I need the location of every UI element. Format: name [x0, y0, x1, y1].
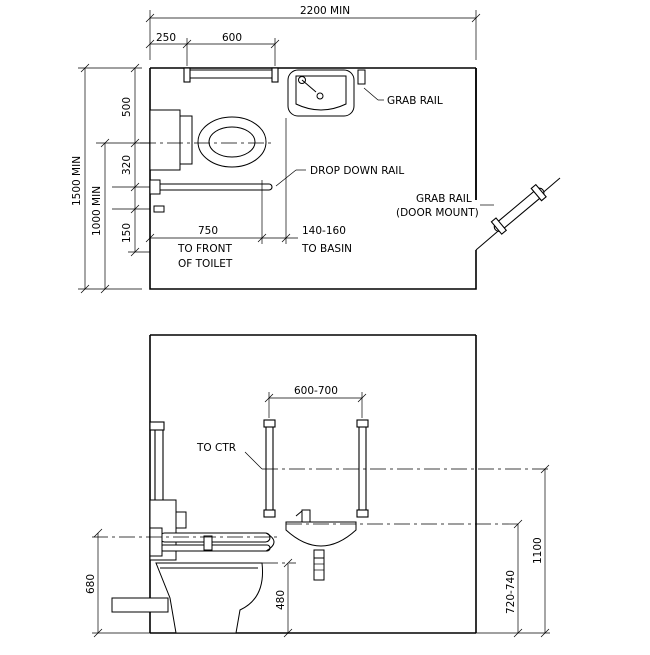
- elev-basin: [285, 521, 357, 547]
- dim-tick: [270, 39, 280, 49]
- dim-tick: [540, 628, 550, 638]
- dim-tick: [182, 39, 192, 49]
- rail-bracket: [263, 509, 276, 518]
- rail-bracket: [356, 419, 369, 428]
- rail-bracket: [183, 67, 191, 83]
- elev-drop-down-rail-lower: [159, 544, 271, 552]
- dim-tick: [93, 528, 103, 538]
- dim-tick: [145, 233, 155, 243]
- dim-tick: [145, 13, 155, 23]
- dim-tick: [80, 284, 90, 294]
- elev-rail-hinge: [203, 535, 213, 551]
- elev-toilet-pan: [155, 562, 264, 634]
- elev-flush-handle: [175, 511, 187, 529]
- dim-tick: [471, 13, 481, 23]
- plan-toilet-seat: [208, 126, 256, 158]
- rail-bracket: [271, 67, 279, 83]
- dim-320: 320: [121, 155, 133, 175]
- dim-left-offset: 250: [156, 32, 176, 44]
- leader-grab-rail: [363, 87, 379, 101]
- dim-tick: [257, 233, 267, 243]
- dim-tick: [281, 233, 291, 243]
- plan-drop-down-rail: [155, 183, 273, 191]
- dim-to-toilet-value: 750: [198, 225, 218, 237]
- plan-basin-spout: [301, 79, 317, 93]
- dim-depth-total: 1500 MIN: [71, 156, 83, 206]
- dim-tick: [145, 39, 155, 49]
- elev-vertical-grab-rail-right: [358, 419, 367, 517]
- plan-view: 2200 MIN 250 600 1500 MIN 1000 MIN 500 3…: [71, 5, 561, 294]
- elev-basin-tap: [301, 509, 311, 523]
- plan-basin-bowl: [295, 75, 347, 111]
- dim-150: 150: [121, 223, 133, 243]
- elev-drop-down-rail: [159, 532, 271, 543]
- elevation-view: 600-700 TO CTR: [85, 334, 550, 638]
- label-grab-rail: GRAB RAIL: [387, 95, 443, 107]
- plan-wall-grab-rail: [185, 69, 279, 79]
- dim-1100: 1100: [532, 537, 544, 564]
- elev-vertical-grab-rail-left: [265, 419, 274, 517]
- dim-to-toilet-line1: TO FRONT: [177, 243, 232, 255]
- label-drop-down-rail: DROP DOWN RAIL: [310, 165, 404, 177]
- dim-to-toilet-line2: OF TOILET: [178, 258, 233, 270]
- label-to-ctr: TO CTR: [196, 442, 236, 454]
- dim-tick: [283, 628, 293, 638]
- label-grab-rail-door-2: (DOOR MOUNT): [396, 207, 479, 219]
- label-grab-rail-door-1: GRAB RAIL: [416, 193, 472, 205]
- elev-drop-down-rail-bracket: [149, 527, 163, 557]
- elev-rail-end: [265, 532, 275, 552]
- rail-bracket: [149, 421, 165, 431]
- dim-680: 680: [85, 574, 97, 594]
- dim-tick: [264, 393, 274, 403]
- dim-rail-spacing: 600-700: [294, 385, 338, 397]
- plan-cistern: [149, 109, 181, 171]
- dim-tick: [100, 284, 110, 294]
- dim-width-total: 2200 MIN: [300, 5, 350, 17]
- dim-to-basin-value: 140-160: [302, 225, 346, 237]
- dim-rail-length: 600: [222, 32, 242, 44]
- drop-down-rail-bracket: [149, 179, 161, 195]
- elev-basin-waste: [313, 549, 325, 559]
- dim-to-basin-label: TO BASIN: [301, 243, 352, 255]
- plan-basin-tap: [298, 76, 306, 84]
- dim-tick: [540, 464, 550, 474]
- leader-to-ctr: [244, 451, 263, 470]
- toilet-roll-holder: [153, 205, 165, 213]
- dim-tick: [357, 393, 367, 403]
- rail-bracket: [356, 509, 369, 518]
- plan-toilet-back: [179, 115, 193, 165]
- plan-toilet-bowl: [197, 116, 267, 168]
- plan-basin-waste: [316, 92, 324, 100]
- elev-roll-holder: [111, 597, 169, 613]
- dim-tick: [513, 519, 523, 529]
- plan-grab-rail-bracket: [357, 69, 366, 85]
- dim-basin-height: 720-740: [505, 570, 517, 614]
- dim-480: 480: [275, 590, 287, 610]
- elev-basin-trap: [313, 557, 325, 581]
- dim-tick: [130, 63, 140, 73]
- plan-door-grab-rail: [490, 183, 547, 235]
- dim-500: 500: [121, 97, 133, 117]
- elev-basin-tap-lever: [295, 510, 303, 517]
- rail-bracket: [263, 419, 276, 428]
- dim-tick: [283, 558, 293, 568]
- dim-depth-mid: 1000 MIN: [91, 186, 103, 236]
- dim-tick: [80, 63, 90, 73]
